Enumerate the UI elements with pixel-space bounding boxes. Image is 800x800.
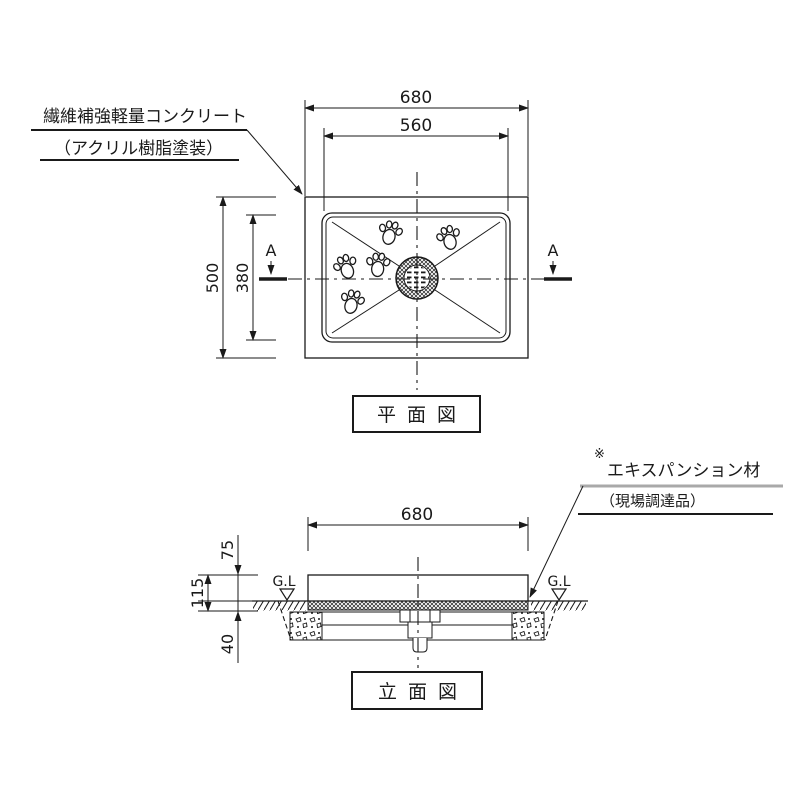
gl-text-left: G.L: [272, 574, 295, 590]
pit-structure: [277, 600, 559, 641]
dim-text-680-plan: 680: [400, 88, 432, 108]
ground-level-left: G.L: [252, 574, 308, 611]
paw-print-icon: [432, 222, 465, 254]
plan-title-box: 平面図: [352, 395, 481, 433]
elevation-view: ※ エキスパンション材 （現場調達品） 680 75 115 40: [188, 447, 783, 710]
elevation-title-box: 立面図: [351, 671, 483, 710]
elevation-top-dimension: 680: [307, 505, 529, 551]
dim-text-560-plan: 560: [400, 116, 432, 136]
plan-left-dimensions: 500 380: [203, 196, 276, 359]
dim-text-500-plan: 500: [203, 263, 222, 294]
section-marker-right: A: [544, 241, 572, 281]
plan-view: 繊維補強軽量コンクリート （アクリル樹脂塗装） 680 560 500: [31, 88, 572, 433]
elevation-title: 立面図: [378, 681, 468, 703]
material-label: 繊維補強軽量コンクリート （アクリル樹脂塗装）: [31, 107, 303, 195]
paw-print-icon: [374, 217, 407, 249]
gravel-pocket-left: [289, 611, 323, 641]
gl-triangle-right: [550, 588, 568, 602]
expansion-label-line2: （現場調達品）: [600, 492, 705, 510]
paw-print-icon: [329, 250, 363, 283]
ground-level-right: G.L: [528, 574, 588, 611]
material-label-line2: （アクリル樹脂塗装）: [54, 138, 223, 159]
material-label-line1: 繊維補強軽量コンクリート: [43, 107, 247, 127]
paw-print-icon: [363, 250, 393, 279]
dim-text-680-elevation: 680: [401, 505, 433, 525]
plan-title: 平面図: [377, 404, 467, 426]
expansion-leader-line: [529, 485, 584, 598]
drain-plan: [395, 256, 439, 300]
dim-text-40: 40: [218, 634, 237, 654]
gl-triangle-left: [278, 588, 296, 602]
expansion-label-line1: エキスパンション材: [607, 461, 760, 481]
dim-text-75: 75: [218, 540, 237, 560]
excavation-slope-left: [277, 600, 292, 641]
plan-inner-basin-inner-line: [325, 216, 507, 339]
section-marker-a-left: A: [266, 241, 277, 260]
drain-elevation: [399, 609, 441, 653]
gl-text-right: G.L: [547, 574, 570, 590]
paw-prints: [329, 217, 465, 318]
gravel-pocket-right: [511, 611, 545, 641]
section-marker-a-right: A: [548, 241, 559, 260]
section-marker-left: A: [259, 241, 287, 281]
plan-top-dimensions: 680 560: [304, 88, 529, 211]
excavation-slope-right: [544, 600, 559, 641]
material-leader-line: [246, 129, 303, 195]
ground-hatch-right: [531, 601, 586, 611]
expansion-label: ※ エキスパンション材 （現場調達品）: [529, 447, 783, 598]
dim-text-115: 115: [188, 578, 207, 609]
dim-text-380-plan: 380: [233, 263, 252, 294]
plan-outer-rim: [304, 196, 529, 359]
expansion-ref-mark: ※: [594, 447, 605, 462]
ground-hatch-left: [253, 601, 306, 611]
elevation-left-dimensions: 75 115 40: [188, 535, 258, 663]
paw-print-icon: [336, 286, 369, 318]
plan-inner-basin-outer-line: [321, 212, 511, 343]
